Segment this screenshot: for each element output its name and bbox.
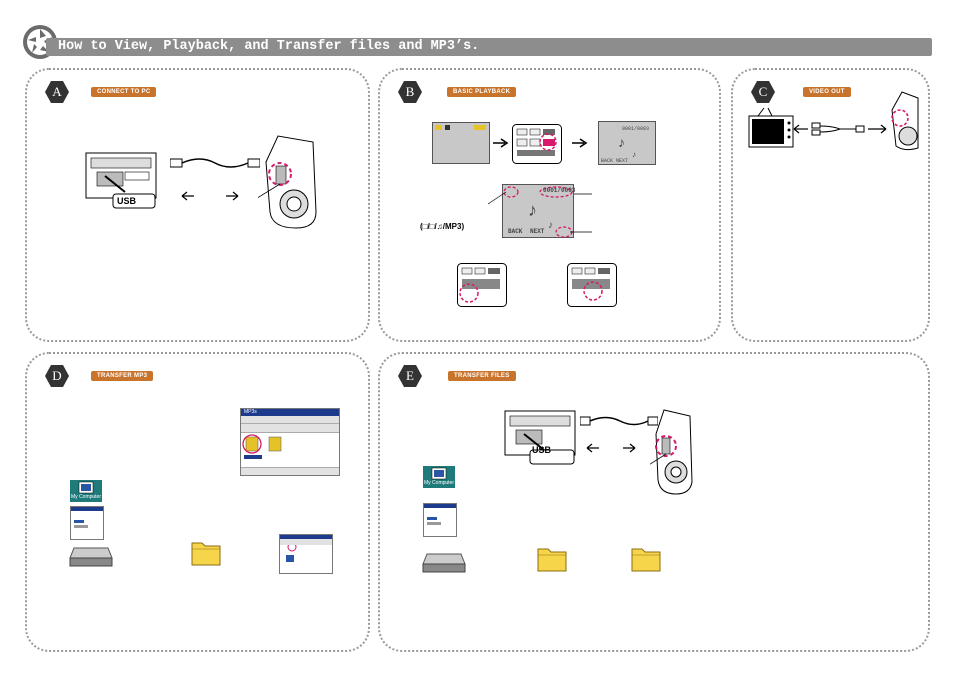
section-a-letter: A [52, 84, 62, 99]
pc-usb-port-illustration [85, 152, 157, 209]
page-title: How to View, Playback, and Transfer file… [58, 39, 480, 54]
section-c-letter: C [758, 84, 768, 99]
section-d-panel [25, 352, 370, 652]
lcd-next-text: NEXT [530, 228, 545, 235]
my-computer-icon [70, 480, 102, 502]
usb-cable-illustration [170, 158, 260, 168]
usb-label: USB [117, 196, 137, 206]
section-b-label: BASIC PLAYBACK [447, 87, 517, 97]
my-computer-label-d: My Computer [71, 494, 102, 500]
removable-drive-icon-e [422, 553, 466, 573]
lcd-playback-screen-large: ♪ ♪ [502, 184, 574, 238]
removable-drive-icon [69, 547, 113, 567]
connect-arrows-icon [181, 191, 239, 201]
small-explorer-window [279, 534, 333, 574]
section-d-hexagon-icon [45, 365, 69, 387]
section-a-hexagon-icon [45, 81, 69, 103]
section-b-letter: B [405, 84, 415, 99]
lcd-playback-screen-small: ♪ ♪ 0001/0003 BACK NEXT [598, 121, 656, 165]
mp3-explorer-window: MP3s [240, 408, 340, 476]
callout-lines [487, 191, 592, 233]
back-button-panel [457, 263, 507, 307]
section-a-panel [25, 68, 370, 342]
mode-icons-label: (□/□/♫/MP3) [420, 222, 465, 231]
mp3-file-icons [242, 434, 282, 459]
folder-icon-e1 [537, 548, 567, 572]
section-b-panel [378, 68, 721, 342]
next-button-panel [567, 263, 617, 307]
section-c-label: VIDEO OUT [803, 87, 851, 97]
svg-text:♪: ♪ [548, 220, 553, 231]
arrow-right-icon [493, 138, 509, 148]
av-cable-illustration [793, 122, 887, 136]
play-button-panel [512, 124, 562, 164]
section-e-letter: E [406, 368, 414, 383]
page-title-bar: How to View, Playback, and Transfer file… [46, 38, 932, 56]
section-c-panel [731, 68, 930, 342]
my-computer-icon-e [423, 466, 455, 488]
folder-icon [191, 542, 221, 566]
section-d-label: TRANSFER MP3 [91, 371, 154, 381]
my-computer-label-e: My Computer [424, 480, 455, 486]
section-c-hexagon-icon [751, 81, 775, 103]
folder-icon-e2 [631, 548, 661, 572]
lcd-back-text: BACK [508, 228, 523, 235]
svg-text:♪: ♪ [632, 150, 636, 159]
camcorder-av-port-illustration [891, 91, 919, 151]
small-window-icon-e [423, 503, 457, 537]
section-e-panel [378, 352, 930, 652]
window-title: MP3s [241, 409, 339, 416]
svg-text:♪: ♪ [528, 200, 537, 220]
usb-cable-illustration-e [580, 416, 658, 426]
camcorder-illustration [258, 135, 317, 229]
section-b-hexagon-icon [398, 81, 422, 103]
arrow-right-icon [572, 138, 588, 148]
svg-text:BACK NEXT: BACK NEXT [601, 158, 628, 164]
camcorder-illustration-e [650, 409, 693, 495]
section-e-hexagon-icon [398, 365, 422, 387]
usb-label-e: USB [532, 445, 552, 455]
small-window-icon [70, 506, 104, 540]
section-a-label: CONNECT TO PC [91, 87, 157, 97]
section-d-letter: D [52, 368, 62, 383]
section-e-label: TRANSFER FILES [448, 371, 516, 381]
lcd-preview-screen [432, 122, 490, 164]
lcd-counter-text: 0001/0003 [543, 187, 576, 194]
pc-usb-port-illustration-e [504, 410, 576, 465]
tv-illustration [748, 107, 794, 148]
svg-text:♪: ♪ [618, 134, 625, 150]
connect-arrows-icon-e [586, 443, 636, 453]
svg-text:0001/0003: 0001/0003 [622, 126, 649, 132]
